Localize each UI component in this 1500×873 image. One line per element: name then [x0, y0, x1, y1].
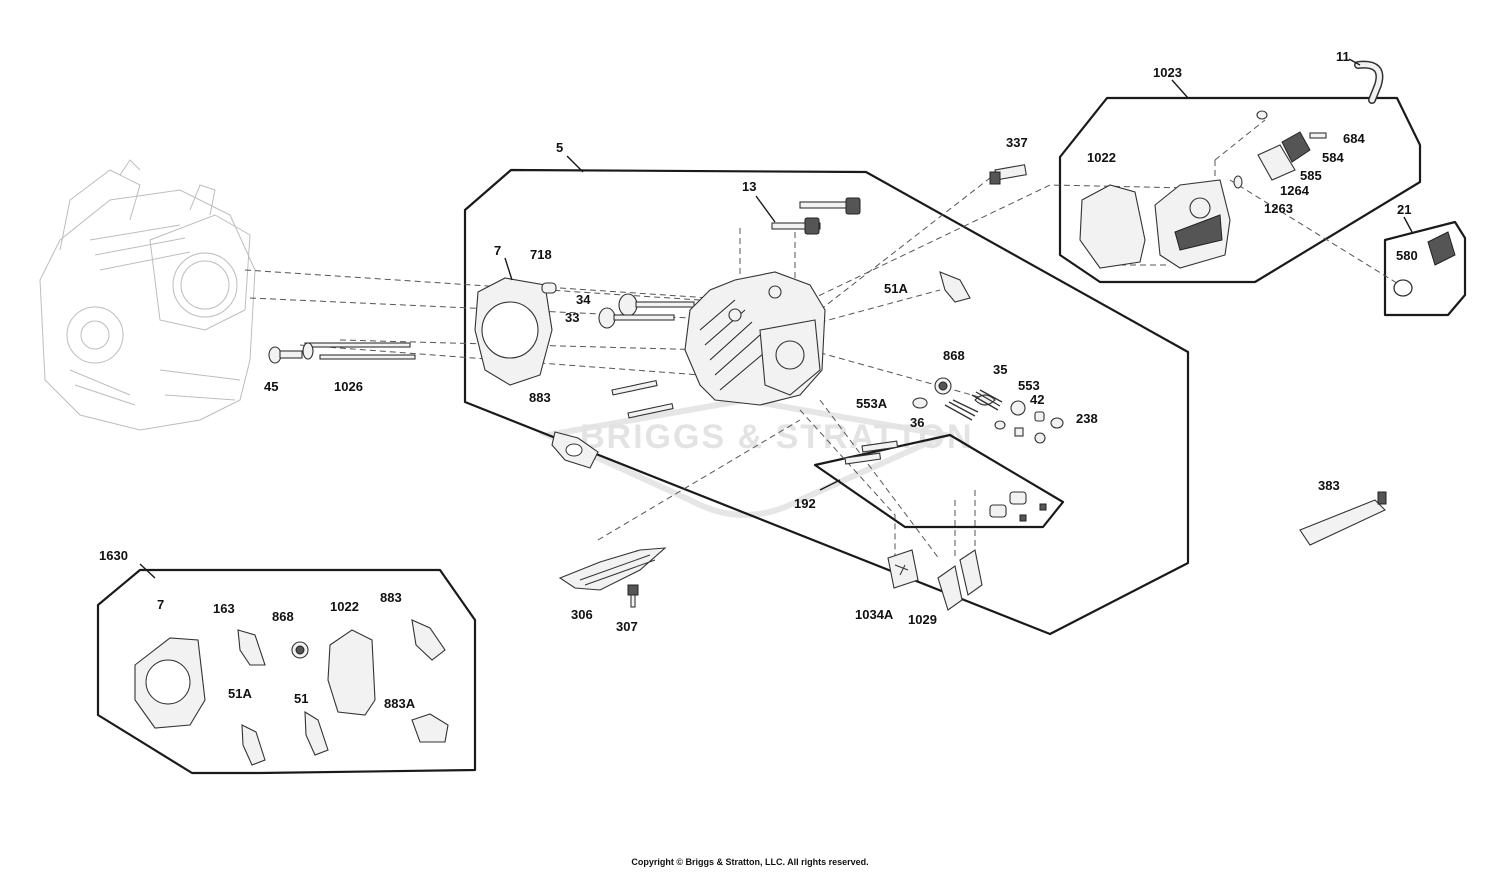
- rocker-studs-192: [844, 440, 1047, 522]
- callout-553: 553: [1018, 378, 1040, 393]
- callout-36: 36: [910, 415, 924, 430]
- cylinder-head: [684, 271, 826, 406]
- callout-584: 584: [1322, 150, 1344, 165]
- callout-labels: 5 7 718 13 34 33 45 1026 883 337 51A 868…: [264, 49, 1418, 634]
- washer-1264-1263: [1233, 110, 1268, 189]
- kit-cap-868: [291, 641, 309, 659]
- valve-seal-238: [1050, 417, 1064, 429]
- callout-383: 383: [1318, 478, 1340, 493]
- bolt-13: [771, 197, 861, 235]
- kit-callout-1630: 1630: [99, 548, 128, 563]
- kit-callout-51A: 51A: [228, 686, 252, 701]
- valve-cap-42: [1034, 411, 1045, 422]
- callout-1026: 1026: [334, 379, 363, 394]
- callout-1264: 1264: [1280, 183, 1310, 198]
- kit-head-gasket: [134, 637, 206, 729]
- callout-35: 35: [993, 362, 1007, 377]
- exhaust-gasket-883: [551, 431, 599, 469]
- callout-580: 580: [1396, 248, 1418, 263]
- oil-fill-cap-outline: [1383, 220, 1467, 317]
- rocker-arms-1029: [937, 549, 983, 611]
- cylinder-head-assembly-outline: [463, 168, 1190, 636]
- callout-21: 21: [1397, 202, 1411, 217]
- callout-718: 718: [530, 247, 552, 262]
- screw-684: [1309, 132, 1327, 139]
- callout-1263: 1263: [1264, 201, 1293, 216]
- breather-tube-11: [1354, 60, 1384, 104]
- callout-883: 883: [529, 390, 551, 405]
- callout-1034A: 1034A: [855, 607, 894, 622]
- kit-gasket-51A: [241, 724, 266, 766]
- callout-238: 238: [1076, 411, 1098, 426]
- callout-33: 33: [565, 310, 579, 325]
- kit-callout-51: 51: [294, 691, 308, 706]
- callout-11: 11: [1336, 49, 1350, 64]
- callout-7: 7: [494, 243, 501, 258]
- spark-plug-337: [989, 164, 1027, 185]
- copyright-notice: Copyright © Briggs & Stratton, LLC. All …: [631, 857, 869, 867]
- kit-callout-883: 883: [380, 590, 402, 605]
- intake-gasket-51A: [939, 271, 971, 303]
- rocker-cover: [1154, 179, 1231, 269]
- brand-watermark: BRIGGS & STRATTON: [538, 396, 974, 518]
- valve-keepers: [994, 420, 1046, 444]
- callout-51A: 51A: [884, 281, 908, 296]
- kit-callout-883A: 883A: [384, 696, 416, 711]
- kit-callout-1022: 1022: [330, 599, 359, 614]
- retainer-553A: [912, 397, 928, 409]
- callout-868: 868: [943, 348, 965, 363]
- kit-gasket-163: [237, 629, 266, 666]
- kit-gasket-1022: [327, 629, 376, 716]
- exhaust-studs: [611, 379, 674, 419]
- engine-block-reference: [39, 159, 256, 431]
- kit-callout-labels: 1630 7 163 868 1022 883 51A 51 883A: [99, 548, 416, 711]
- air-guide-306: [558, 547, 667, 591]
- guide-plate-1034A: [887, 549, 919, 589]
- rocker-cover-assembly-outline: [1058, 96, 1422, 284]
- push-rod-1026: [302, 342, 416, 360]
- rocker-cover-gasket-1022: [1079, 184, 1146, 269]
- retainer-553: [1010, 400, 1026, 416]
- callout-192: 192: [794, 496, 816, 511]
- kit-callout-7: 7: [157, 597, 164, 612]
- intake-valve-33: [598, 307, 675, 329]
- callout-13: 13: [742, 179, 756, 194]
- callout-1023: 1023: [1153, 65, 1182, 80]
- breather-gasket-585: [1257, 144, 1296, 181]
- kit-gasket-883A: [411, 713, 449, 743]
- callout-34: 34: [576, 292, 591, 307]
- valve-spring-36: [944, 399, 979, 421]
- callout-306: 306: [571, 607, 593, 622]
- callout-5: 5: [556, 140, 563, 155]
- callout-42: 42: [1030, 392, 1044, 407]
- fastener-kit-outline: [813, 433, 1065, 529]
- callout-1022: 1022: [1087, 150, 1116, 165]
- valve-spring-35: [971, 389, 1003, 411]
- dowel-pin-718: [541, 282, 557, 294]
- valve-cap-868: [934, 377, 952, 395]
- callout-1029: 1029: [908, 612, 937, 627]
- gasket-kit-outline: [96, 568, 477, 775]
- kit-callout-868: 868: [272, 609, 294, 624]
- muffler-shield-383: [1299, 491, 1387, 546]
- callout-307: 307: [616, 619, 638, 634]
- oil-fill-cap-580: [1393, 231, 1456, 297]
- callout-684: 684: [1343, 131, 1365, 146]
- callout-45: 45: [264, 379, 278, 394]
- breather-valve-584: [1281, 131, 1311, 163]
- kit-gasket-883: [411, 619, 446, 661]
- kit-gasket-51: [304, 710, 329, 756]
- head-gasket-7: [474, 277, 553, 386]
- push-rod-seal-45: [268, 346, 303, 364]
- watermark-text: BRIGGS & STRATTON: [580, 418, 974, 456]
- screw-307: [627, 584, 639, 608]
- callout-337: 337: [1006, 135, 1028, 150]
- callout-585: 585: [1300, 168, 1322, 183]
- kit-callout-163: 163: [213, 601, 235, 616]
- callout-553A: 553A: [856, 396, 888, 411]
- callout-lines: [139, 58, 1413, 579]
